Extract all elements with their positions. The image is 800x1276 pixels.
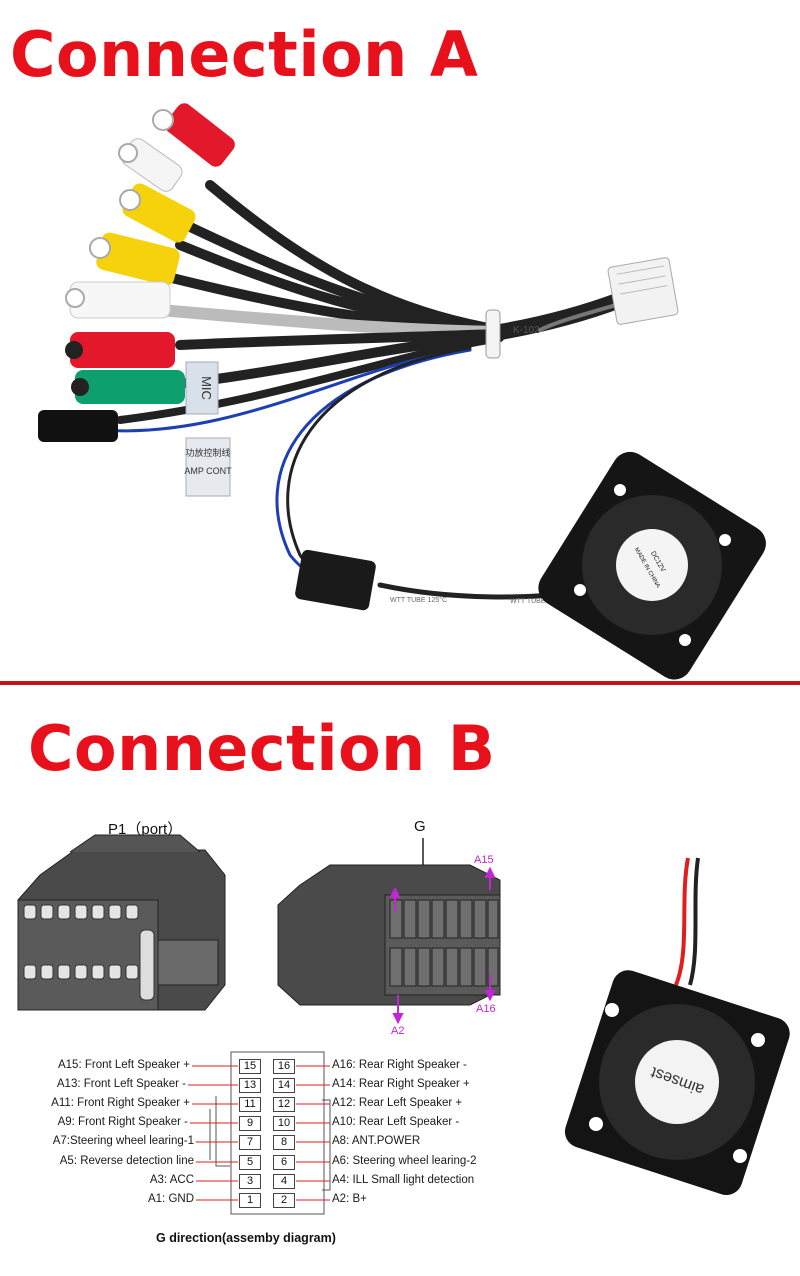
pin-box: 2	[273, 1193, 295, 1208]
pin-label-left: A7:Steering wheel learing-1	[52, 1135, 194, 1147]
g-label: G	[414, 818, 426, 835]
pin-box: 4	[273, 1174, 295, 1189]
cable-code-label: K-102	[513, 325, 540, 336]
pin-label-left: A15: Front Left Speaker +	[57, 1059, 190, 1071]
g-connector-drawing	[277, 838, 501, 1025]
connection-a-title: Connection A	[10, 18, 479, 91]
amp-cont-tag: AMP CONT	[184, 466, 232, 476]
pin-a2-marker: A2	[391, 1025, 405, 1037]
cable-harness-image: K-102 MIC 功放控制线 AMP CONT WTT TUBE 125°C …	[38, 103, 766, 680]
connection-b-title: Connection B	[28, 712, 496, 785]
pin-box: 5	[239, 1155, 261, 1170]
pinout-frame	[209, 1051, 331, 1215]
pin-box: 1	[239, 1193, 261, 1208]
amp-cont-tag-cn: 功放控制线	[185, 447, 230, 458]
pin-box: 9	[239, 1116, 261, 1131]
pin-label-right: A4: ILL Small light detection	[332, 1174, 475, 1186]
section-divider	[0, 681, 800, 685]
pin-box: 3	[239, 1174, 261, 1189]
pin-label-right: A10: Rear Left Speaker -	[332, 1116, 460, 1128]
pin-box: 12	[273, 1097, 295, 1112]
pin-label-left: A11: Front Right Speaker +	[51, 1097, 190, 1109]
p1-port-label: P1（port）	[108, 821, 183, 838]
assembly-diagram-caption: G direction(assemby diagram)	[156, 1231, 336, 1245]
pin-a15-marker: A15	[474, 854, 494, 866]
pin-box: 11	[239, 1097, 261, 1112]
pin-label-left: A1: GND	[147, 1193, 194, 1205]
p1-connector-drawing	[17, 834, 226, 1011]
mic-tag: MIC	[199, 376, 214, 400]
pin-label-right: A12: Rear Left Speaker +	[332, 1097, 463, 1109]
pin-box: 16	[273, 1059, 295, 1074]
pin-label-right: A6: Steering wheel learing-2	[332, 1155, 477, 1167]
pin-label-right: A8: ANT.POWER	[332, 1135, 421, 1147]
pin-box: 14	[273, 1078, 295, 1093]
pin-label-left: A5: Reverse detection line	[59, 1155, 194, 1167]
fan-b-brand: aimsest	[648, 1063, 706, 1098]
pin-a1-marker: A1	[389, 882, 403, 894]
tube-label-1: WTT TUBE 125°C	[390, 596, 447, 604]
pin-label-left: A13: Front Left Speaker -	[56, 1078, 186, 1090]
tube-label-2: WTT TUBE 125°C	[510, 597, 567, 605]
pin-box: 10	[273, 1116, 295, 1131]
fan-a: DC12V MADE IN CHINA	[538, 451, 766, 680]
pin-a16-marker: A16	[476, 1003, 496, 1015]
pin-label-right: A14: Rear Right Speaker +	[332, 1078, 470, 1090]
pin-box: 7	[239, 1135, 261, 1150]
pin-label-right: A16: Rear Right Speaker -	[332, 1059, 467, 1071]
pin-label-left: A3: ACC	[149, 1174, 194, 1186]
fan-b: aimsest	[564, 857, 790, 1196]
pin-label-right: A2: B+	[332, 1193, 367, 1205]
pin-box: 8	[273, 1135, 295, 1150]
pin-box: 15	[239, 1059, 261, 1074]
pin-box: 13	[239, 1078, 261, 1093]
pin-box: 6	[273, 1155, 295, 1170]
pin-label-left: A9: Front Right Speaker -	[57, 1116, 188, 1128]
